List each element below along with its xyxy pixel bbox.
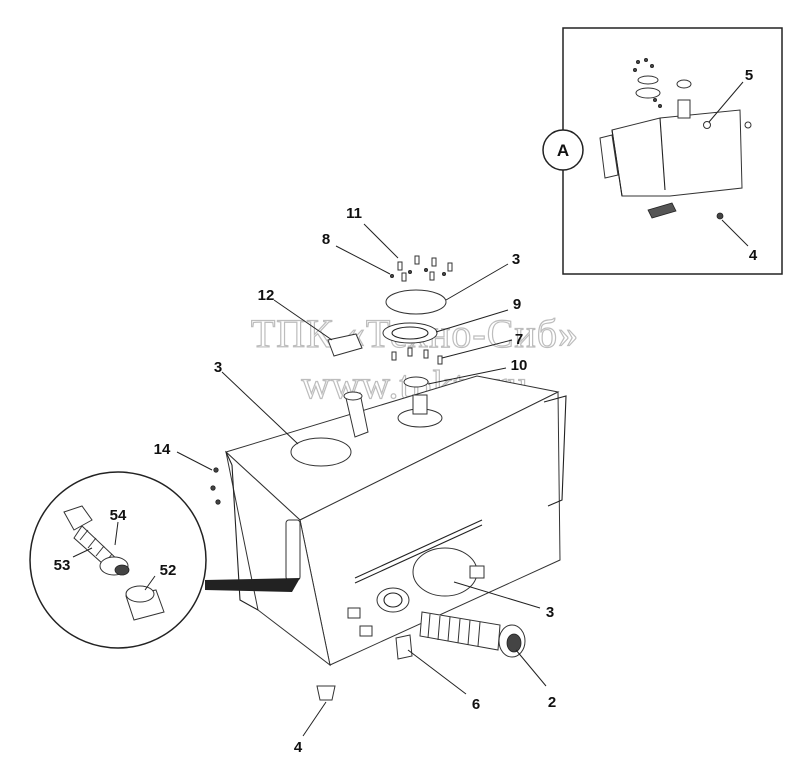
detail-view: 54 53 52: [29, 471, 300, 649]
callout-12: 12: [258, 287, 275, 304]
callout-52: 52: [160, 562, 177, 579]
callout-4-inset: 4: [749, 247, 758, 264]
callout-9: 9: [513, 296, 521, 313]
leader-52: [144, 575, 156, 591]
callout-6: 6: [472, 696, 480, 713]
callout-8: 8: [322, 231, 330, 248]
callout-2: 2: [548, 694, 556, 711]
bolts-14: [210, 467, 221, 505]
callout-4-bottom: 4: [294, 739, 303, 756]
callout-3-top: 3: [512, 251, 520, 268]
callout-14: 14: [154, 441, 171, 458]
detail-pointer: [205, 578, 300, 592]
tank-side: [225, 450, 331, 667]
callout-54: 54: [110, 507, 127, 524]
front-cover-plate: [412, 547, 478, 597]
leader-5: [708, 81, 744, 123]
inset-view-a: A 5 4: [542, 27, 783, 275]
exploded-cover-assembly: [327, 255, 453, 388]
top-cover-plate: [290, 437, 352, 467]
callout-7: 7: [515, 331, 523, 348]
leader-54: [114, 521, 119, 546]
callout-10: 10: [511, 357, 528, 374]
strainer: [419, 611, 526, 658]
callout-3-right: 3: [546, 604, 554, 621]
leader-53: [72, 547, 93, 558]
callout-5: 5: [745, 67, 753, 84]
fuel-tank: [225, 375, 567, 667]
leader-4-inset: [721, 219, 749, 247]
view-letter: A: [557, 141, 569, 160]
callout-53: 53: [54, 557, 71, 574]
callout-3-left: 3: [214, 359, 222, 376]
drain-plug: [395, 634, 413, 660]
callout-11: 11: [346, 205, 362, 222]
view-letter-circle: [542, 129, 584, 171]
bottom-plug: [316, 685, 336, 701]
main-callouts: 11 8 3 12 9 7 10 3 14 3 6 2 4: [154, 205, 557, 756]
inset-tank: [599, 58, 752, 220]
